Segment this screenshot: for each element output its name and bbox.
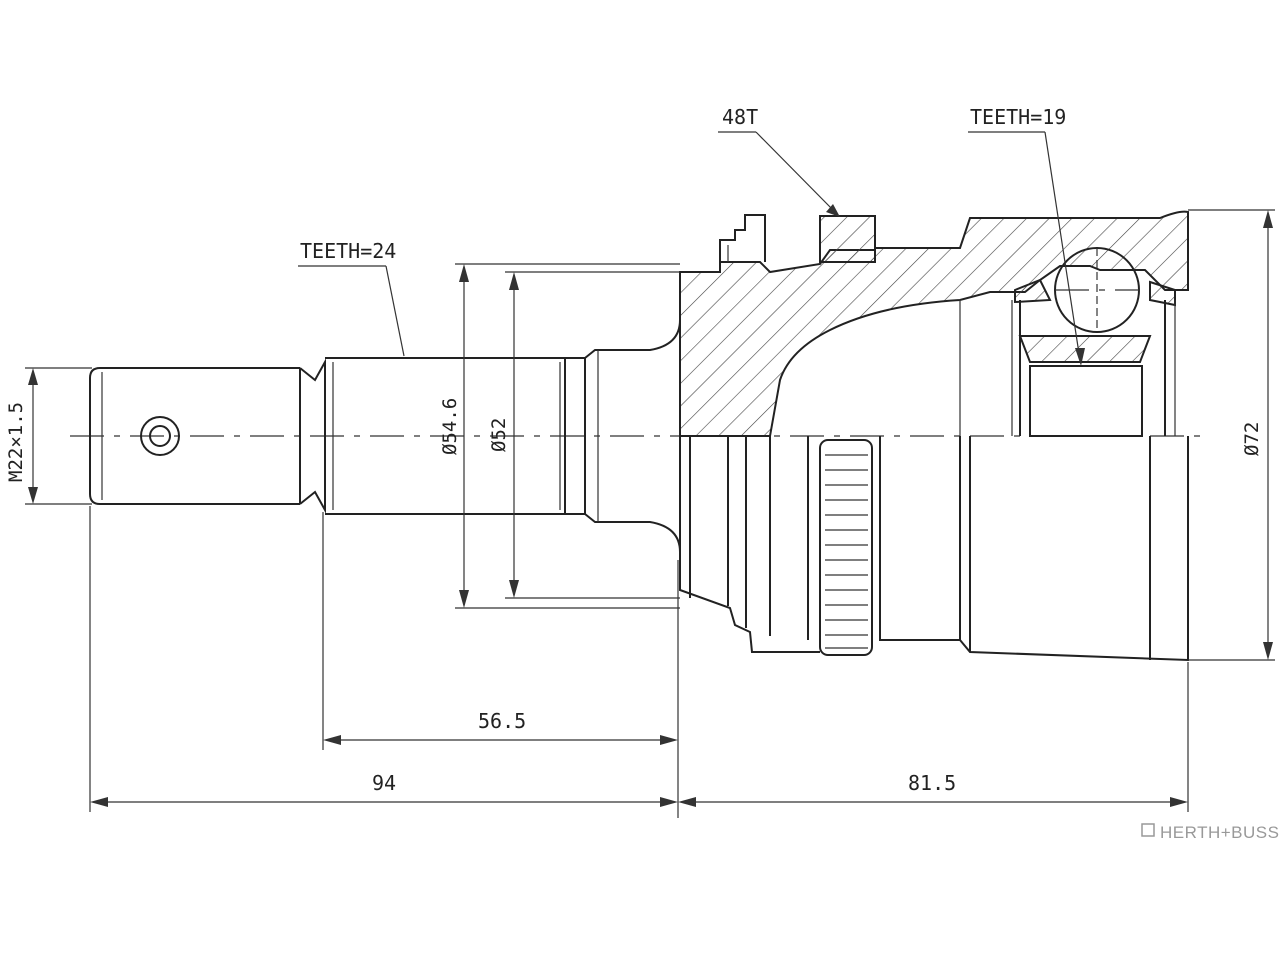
leader-teeth-inner: [968, 131, 1085, 366]
dim-len-815: [678, 662, 1189, 812]
inner-race: [819, 215, 1176, 437]
dim-len-565: [322, 512, 679, 818]
label-teeth-inner: TEETH=19: [970, 105, 1066, 129]
label-len-815: 81.5: [908, 771, 956, 795]
leader-48t: [718, 131, 840, 217]
label-len-565: 56.5: [478, 709, 526, 733]
label-dia-72: Ø72: [1241, 422, 1263, 456]
dim-dia-546: [455, 263, 680, 609]
label-dia-52: Ø52: [488, 418, 510, 452]
brand-logo: HERTH+BUSS: [1141, 823, 1279, 842]
dim-thread: [25, 367, 92, 505]
label-len-94: 94: [372, 771, 396, 795]
brand-name: HERTH+BUSS: [1160, 823, 1279, 842]
dim-dia-52: [505, 271, 680, 599]
abs-tone-ring: [819, 439, 873, 656]
label-teeth-outer: TEETH=24: [300, 239, 396, 263]
leader-teeth-outer: [298, 265, 405, 357]
threaded-stub: [89, 358, 326, 514]
dim-dia-72: [1188, 209, 1275, 661]
cross-hole: [140, 416, 180, 456]
label-48t: 48T: [722, 105, 758, 129]
joint-housing: [679, 210, 1189, 662]
dim-len-94: [89, 506, 678, 812]
ball-bearing: [1054, 247, 1140, 333]
label-dia-546: Ø54.6: [439, 398, 461, 455]
label-thread: M22×1.5: [5, 402, 27, 482]
